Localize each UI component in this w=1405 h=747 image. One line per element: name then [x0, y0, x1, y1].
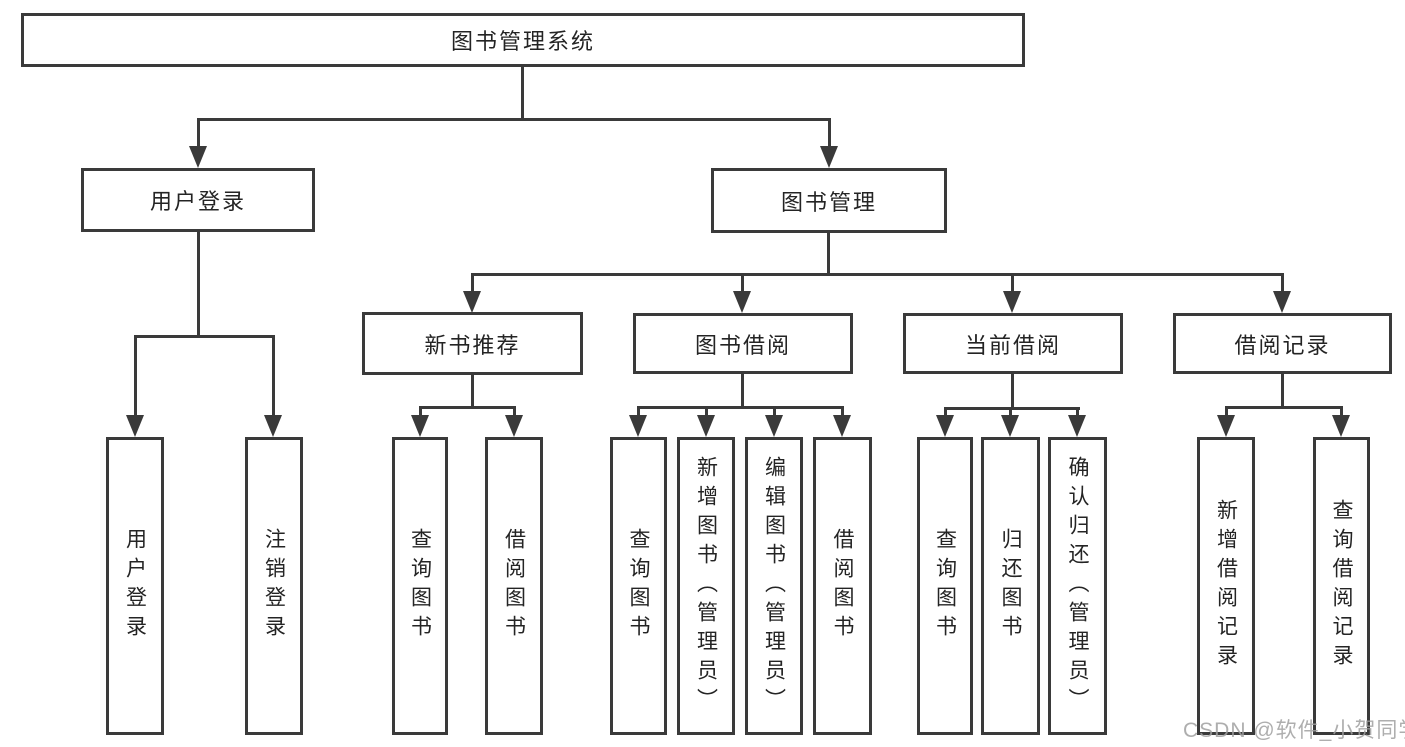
arrow-down-icon: [1273, 291, 1291, 313]
connector-line: [1225, 406, 1228, 417]
connector-line: [637, 406, 844, 409]
connector-line: [1011, 374, 1014, 410]
arrow-down-icon: [936, 415, 954, 437]
connector-line: [637, 406, 640, 417]
connector-line: [1011, 273, 1014, 293]
arrow-down-icon: [1001, 415, 1019, 437]
connector-line: [134, 335, 137, 417]
connector-line: [741, 374, 744, 409]
connector-line: [521, 67, 524, 120]
node-leaf-query-borrow-record-label: 查询借阅记录: [1330, 499, 1353, 673]
arrow-down-icon: [1217, 415, 1235, 437]
connector-line: [705, 406, 708, 417]
arrow-down-icon: [697, 415, 715, 437]
node-leaf-query-books-recommend: 查询图书: [392, 437, 448, 735]
node-book-borrow-label: 图书借阅: [694, 332, 791, 358]
arrow-down-icon: [505, 415, 523, 437]
connector-line: [272, 335, 275, 417]
connector-line: [773, 406, 776, 417]
node-leaf-borrow-books-recommend-label: 借阅图书: [502, 528, 526, 644]
node-new-book-recommend-label: 新书推荐: [424, 332, 521, 358]
node-leaf-query-books-borrow: 查询图书: [610, 437, 667, 735]
arrow-down-icon: [629, 415, 647, 437]
connector-line: [841, 406, 844, 417]
connector-line: [513, 406, 516, 417]
connector-line: [197, 118, 200, 148]
connector-line: [471, 375, 474, 409]
node-new-book-recommend: 新书推荐: [362, 312, 583, 375]
arrow-down-icon: [126, 415, 144, 437]
node-leaf-query-borrow-record: 查询借阅记录: [1313, 437, 1370, 735]
node-borrow-records-label: 借阅记录: [1234, 332, 1331, 358]
connector-line: [419, 406, 516, 409]
connector-line: [741, 273, 744, 293]
connector-line: [1281, 273, 1284, 293]
connector-line: [944, 407, 947, 417]
node-leaf-borrow-books-recommend: 借阅图书: [485, 437, 543, 735]
node-leaf-user-login: 用户登录: [106, 437, 164, 735]
node-book-management-label: 图书管理: [780, 189, 877, 215]
node-user-login-label: 用户登录: [149, 189, 246, 214]
connector-line: [1225, 406, 1342, 409]
node-leaf-query-books-borrow-label: 查询图书: [627, 528, 650, 644]
node-leaf-return-books-label: 归还图书: [999, 528, 1022, 644]
node-borrow-records: 借阅记录: [1173, 313, 1392, 374]
node-current-borrow-label: 当前借阅: [964, 332, 1061, 358]
node-leaf-edit-books-admin-label: 编辑图书（管理员）: [762, 455, 786, 717]
node-leaf-edit-books-admin: 编辑图书（管理员）: [745, 437, 803, 735]
csdn-watermark: CSDN @软件_小贺同学: [1183, 719, 1405, 742]
connector-line: [1281, 374, 1284, 409]
node-leaf-add-borrow-record-label: 新增借阅记录: [1214, 499, 1238, 673]
node-leaf-borrow-books-label: 借阅图书: [831, 528, 854, 644]
arrow-down-icon: [1068, 415, 1086, 437]
arrow-down-icon: [411, 415, 429, 437]
connector-line: [1076, 407, 1079, 417]
arrow-down-icon: [264, 415, 282, 437]
node-leaf-query-books-current-label: 查询图书: [933, 528, 957, 644]
node-current-borrow: 当前借阅: [903, 313, 1123, 374]
connector-line: [471, 273, 1283, 276]
node-user-login: 用户登录: [81, 168, 315, 232]
connector-line: [827, 233, 830, 276]
node-root-label: 图书管理系统: [450, 29, 595, 54]
node-leaf-query-books-recommend-label: 查询图书: [408, 528, 432, 644]
arrow-down-icon: [189, 146, 207, 168]
arrow-down-icon: [733, 291, 751, 313]
arrow-down-icon: [765, 415, 783, 437]
arrow-down-icon: [820, 146, 838, 168]
arrow-down-icon: [1332, 415, 1350, 437]
node-leaf-return-books: 归还图书: [981, 437, 1040, 735]
connector-line: [471, 273, 474, 293]
node-leaf-borrow-books: 借阅图书: [813, 437, 872, 735]
node-leaf-add-books-admin-label: 新增图书（管理员）: [694, 455, 718, 717]
node-leaf-user-login-label: 用户登录: [123, 528, 147, 644]
node-leaf-logout: 注销登录: [245, 437, 303, 735]
node-book-management: 图书管理: [711, 168, 947, 233]
node-book-borrow: 图书借阅: [633, 313, 853, 374]
connector-line: [1340, 406, 1343, 417]
connector-line: [197, 232, 200, 338]
node-leaf-add-books-admin: 新增图书（管理员）: [677, 437, 735, 735]
node-leaf-logout-label: 注销登录: [262, 528, 286, 644]
connector-line: [134, 335, 275, 338]
arrow-down-icon: [1003, 291, 1021, 313]
node-root: 图书管理系统: [21, 13, 1025, 67]
arrow-down-icon: [833, 415, 851, 437]
node-leaf-confirm-return-admin-label: 确认归还（管理员）: [1066, 455, 1089, 717]
node-leaf-confirm-return-admin: 确认归还（管理员）: [1048, 437, 1107, 735]
node-leaf-query-books-current: 查询图书: [917, 437, 973, 735]
node-leaf-add-borrow-record: 新增借阅记录: [1197, 437, 1255, 735]
connector-line: [828, 118, 831, 148]
connector-line: [944, 407, 1080, 410]
connector-line: [197, 118, 831, 121]
connector-line: [1009, 407, 1012, 417]
connector-line: [419, 406, 422, 417]
arrow-down-icon: [463, 291, 481, 313]
